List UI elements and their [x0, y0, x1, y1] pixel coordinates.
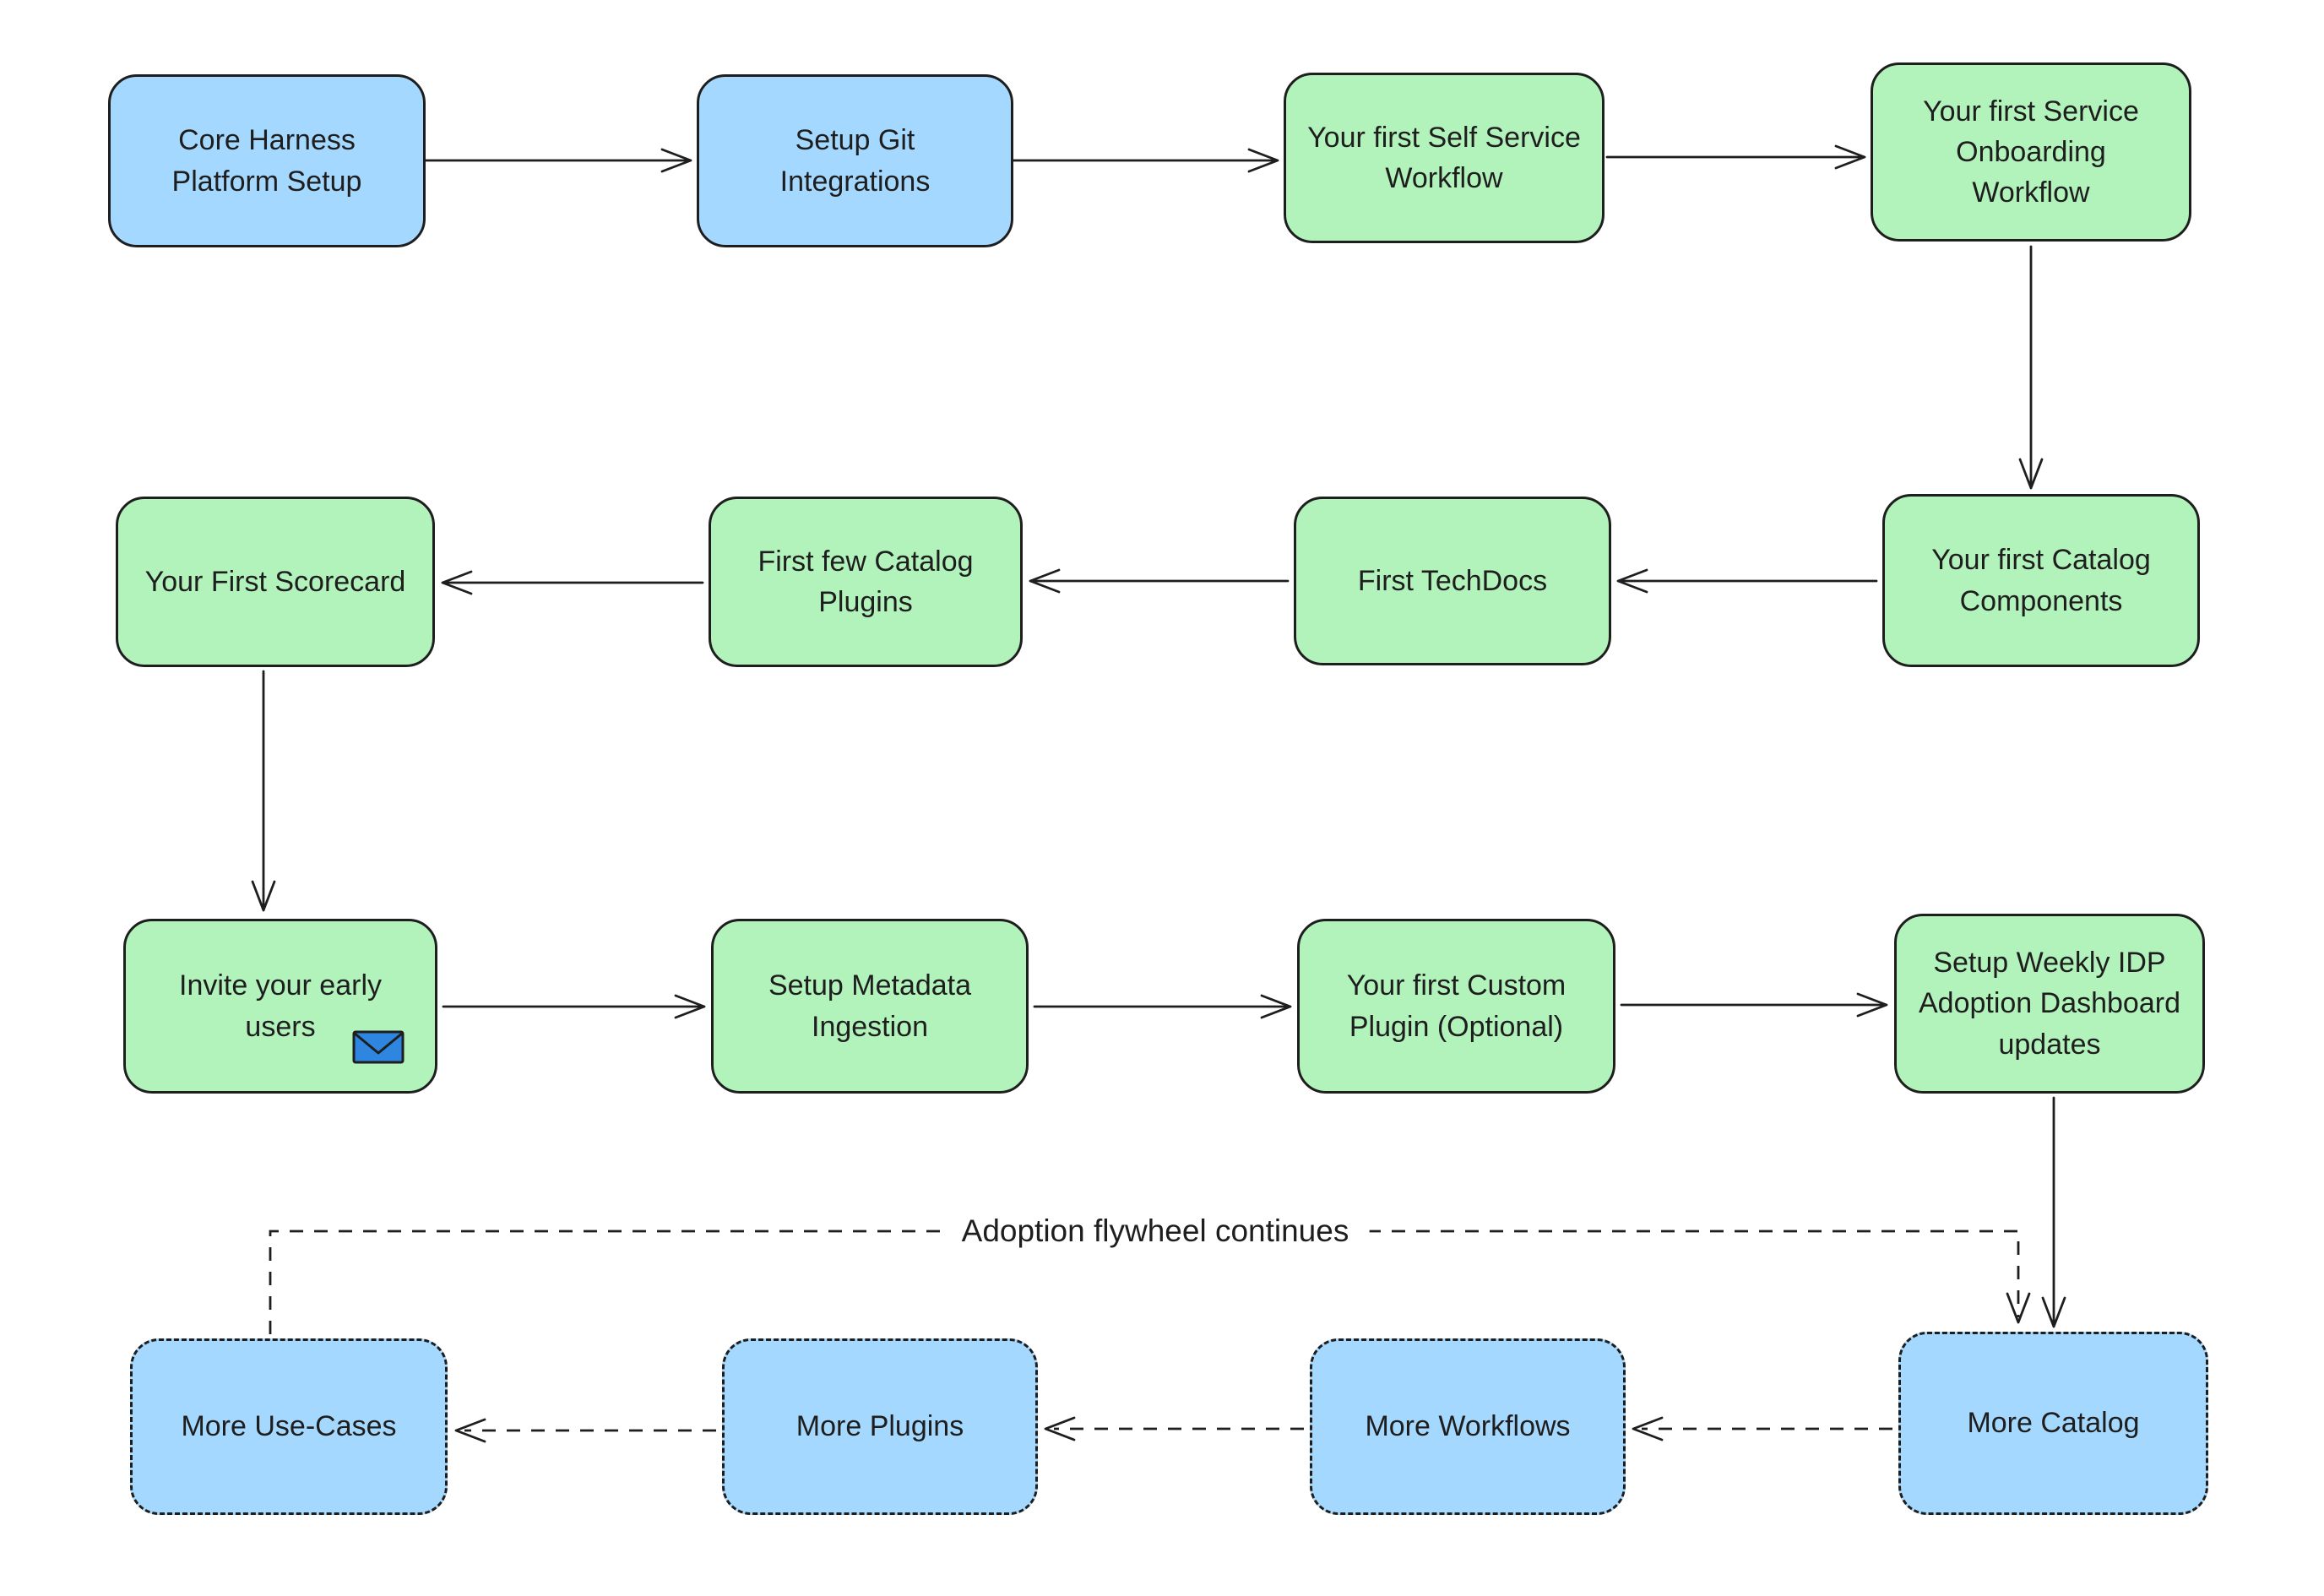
node-your-first-scorecard: Your First Scorecard [116, 497, 435, 667]
node-more-catalog: More Catalog [1898, 1332, 2208, 1515]
node-label: First few Catalog Plugins [757, 545, 974, 618]
node-label: First TechDocs [1357, 564, 1548, 597]
node-label: Setup Git Integrations [779, 124, 931, 198]
node-label: Setup Weekly IDP Adoption Dashboard upda… [1918, 947, 2180, 1061]
node-label: Invite your early users [179, 969, 382, 1043]
node-label: Your first Self Service Workflow [1307, 121, 1581, 194]
arrowhead-moreplugins [1044, 1416, 1076, 1441]
node-first-catalog-components: Your first Catalog Components [1882, 494, 2200, 667]
edge-plugins-to-scorecard [441, 570, 704, 595]
edge-ssw-to-onboarding [1605, 144, 1866, 170]
node-label: Core Harness Platform Setup [171, 124, 362, 198]
edge-metadata-to-customplugin [1033, 994, 1292, 1019]
edge-invite-to-metadata [442, 994, 706, 1019]
node-first-few-catalog-plugins: First few Catalog Plugins [709, 497, 1023, 667]
node-first-custom-plugin: Your first Custom Plugin (Optional) [1297, 919, 1615, 1094]
flywheel-edge-label: Adoption flywheel continues [941, 1213, 1370, 1249]
edge-core-to-git [423, 148, 692, 173]
node-core-harness-platform-setup: Core Harness Platform Setup [108, 74, 426, 247]
arrowhead-moreusecases [454, 1418, 486, 1443]
node-label: More Use-Cases [181, 1410, 397, 1443]
node-label: More Plugins [795, 1410, 964, 1443]
node-label: More Catalog [1967, 1407, 2140, 1440]
arrowhead-moreworkflows [1632, 1416, 1664, 1441]
edge-customplugin-to-dashboard [1620, 992, 1888, 1018]
node-more-use-cases: More Use-Cases [130, 1338, 448, 1515]
node-label: Your first Catalog Components [1931, 544, 2151, 617]
edge-dashboard-to-morecatalog [2041, 1096, 2066, 1328]
edge-techdocs-to-plugins [1029, 568, 1290, 594]
node-more-workflows: More Workflows [1310, 1338, 1626, 1515]
mail-icon [352, 1030, 405, 1064]
node-first-techdocs: First TechDocs [1294, 497, 1611, 665]
arrowhead-flywheel [2006, 1292, 2031, 1324]
node-first-service-onboarding-workflow: Your first Service Onboarding Workflow [1871, 62, 2191, 242]
node-setup-git-integrations: Setup Git Integrations [697, 74, 1013, 247]
node-label: More Workflows [1365, 1410, 1571, 1443]
edge-catalog-to-techdocs [1616, 568, 1878, 594]
node-first-self-service-workflow: Your first Self Service Workflow [1284, 73, 1605, 243]
edge-git-to-ssw [1012, 148, 1279, 173]
node-setup-metadata-ingestion: Setup Metadata Ingestion [711, 919, 1029, 1094]
edge-scorecard-to-invite [251, 670, 276, 912]
node-label: Setup Metadata Ingestion [768, 969, 972, 1043]
node-invite-early-users: Invite your early users [123, 919, 437, 1094]
node-label: Your first Service Onboarding Workflow [1923, 95, 2139, 209]
node-label: Your First Scorecard [144, 565, 406, 598]
node-weekly-idp-adoption-dashboard: Setup Weekly IDP Adoption Dashboard upda… [1894, 914, 2205, 1094]
edge-onboarding-to-catalog [2018, 245, 2044, 490]
node-label: Your first Custom Plugin (Optional) [1346, 969, 1567, 1043]
node-more-plugins: More Plugins [722, 1338, 1038, 1515]
